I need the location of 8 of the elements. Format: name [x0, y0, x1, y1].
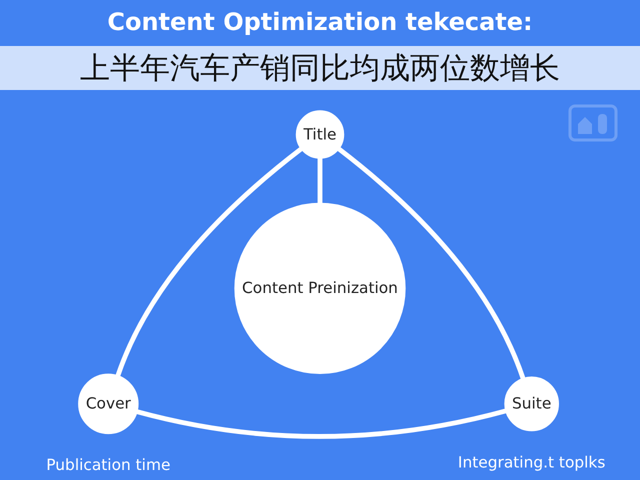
node-circle: Cover — [78, 374, 139, 434]
node-circle: Content Preinization — [234, 202, 406, 374]
headline-text: 上半年汽车产销同比均成两位数增长 — [80, 50, 560, 88]
node-label: Integrating.t toplks — [458, 452, 606, 472]
node-circle: Suite — [504, 376, 559, 432]
node-label: Publication time — [46, 456, 170, 474]
diagram-title: Content Optimization tekecate: — [106, 8, 534, 36]
node-circle: Title — [296, 110, 344, 159]
